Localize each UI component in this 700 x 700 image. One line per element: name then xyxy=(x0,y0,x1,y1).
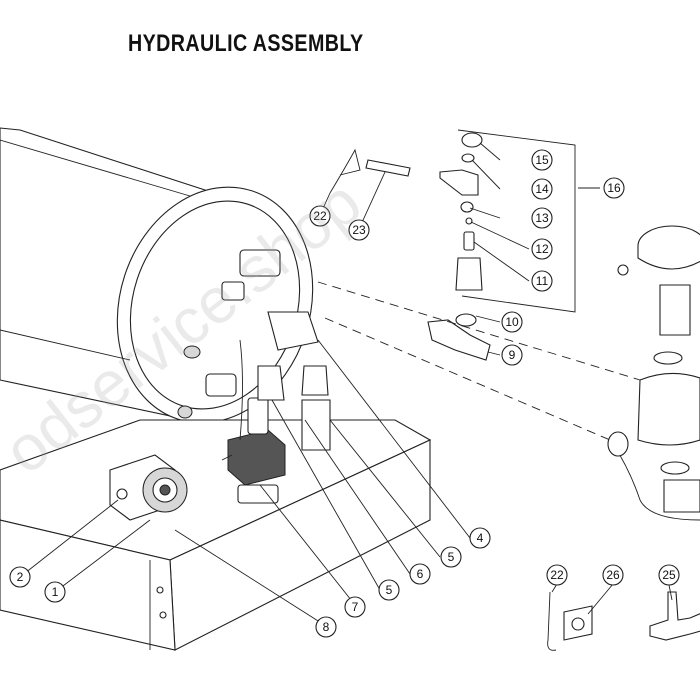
callout-1: 1 xyxy=(44,581,66,603)
svg-text:25: 25 xyxy=(662,568,676,582)
leader-lines xyxy=(19,142,673,627)
callout-10: 10 xyxy=(501,311,523,333)
svg-text:13: 13 xyxy=(535,211,549,225)
svg-text:22: 22 xyxy=(313,209,327,223)
callout-8: 8 xyxy=(315,616,337,638)
callout-5a: 5 xyxy=(440,546,462,568)
callout-26: 26 xyxy=(602,564,624,586)
callout-2: 2 xyxy=(9,566,31,588)
solenoid-valve xyxy=(221,397,286,504)
callout-13: 13 xyxy=(531,207,553,229)
svg-text:6: 6 xyxy=(417,567,424,581)
svg-text:22: 22 xyxy=(550,568,564,582)
callout-7: 7 xyxy=(344,596,366,618)
svg-text:16: 16 xyxy=(607,181,621,195)
svg-text:9: 9 xyxy=(509,348,516,362)
svg-text:5: 5 xyxy=(386,583,393,597)
svg-text:26: 26 xyxy=(606,568,620,582)
assembly-line-lower xyxy=(324,317,611,441)
callout-25: 25 xyxy=(658,564,680,586)
svg-text:4: 4 xyxy=(477,531,484,545)
callout-22-bottom: 22 xyxy=(546,564,568,586)
assembly-line-upper xyxy=(317,281,641,381)
sensor-pipe xyxy=(329,148,411,194)
machine-frame xyxy=(0,419,432,651)
callout-23: 23 xyxy=(348,219,370,241)
callout-5b: 5 xyxy=(378,579,400,601)
callout-6: 6 xyxy=(409,563,431,585)
svg-text:1: 1 xyxy=(52,585,59,599)
boiler-fittings xyxy=(205,249,331,451)
callout-11: 11 xyxy=(531,270,553,292)
callout-4: 4 xyxy=(469,527,491,549)
callout-14: 14 xyxy=(531,178,553,200)
svg-text:7: 7 xyxy=(352,600,359,614)
svg-text:14: 14 xyxy=(535,182,549,196)
svg-text:23: 23 xyxy=(352,223,366,237)
small-parts xyxy=(547,591,700,651)
svg-text:15: 15 xyxy=(535,153,549,167)
boiler-tank xyxy=(0,127,314,424)
elbow-fitting xyxy=(427,313,491,361)
svg-text:12: 12 xyxy=(535,242,549,256)
inlet-pump xyxy=(109,454,188,521)
callout-9: 9 xyxy=(501,344,523,366)
callout-15: 15 xyxy=(531,149,553,171)
callout-22-top: 22 xyxy=(309,205,331,227)
svg-text:10: 10 xyxy=(505,315,519,329)
exploded-valve xyxy=(439,129,576,313)
diagram-title: HYDRAULIC ASSEMBLY xyxy=(128,30,364,57)
callout-16: 16 xyxy=(603,177,625,199)
svg-text:5: 5 xyxy=(448,550,455,564)
callout-12: 12 xyxy=(531,238,553,260)
expansion-tank xyxy=(607,225,700,521)
svg-text:2: 2 xyxy=(17,570,24,584)
svg-text:11: 11 xyxy=(536,274,549,288)
svg-text:8: 8 xyxy=(323,620,330,634)
